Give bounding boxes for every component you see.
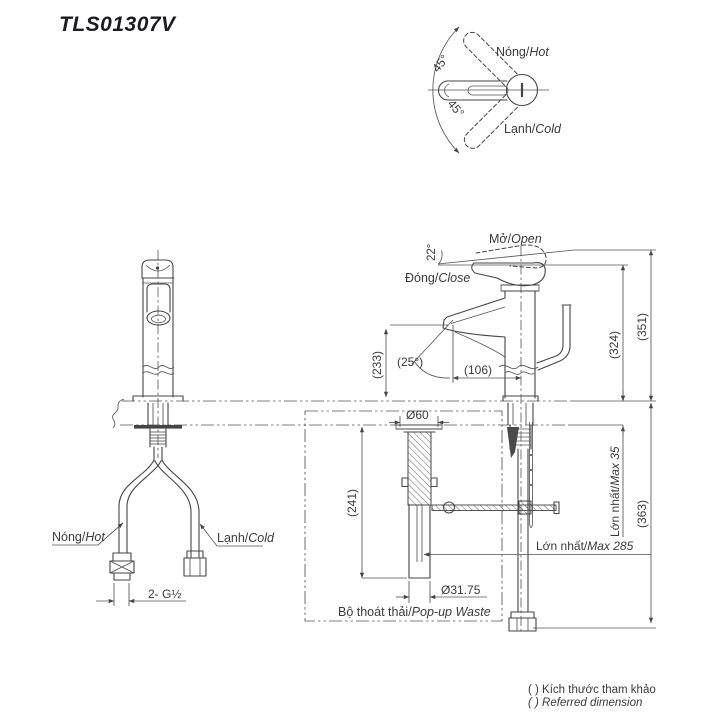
aerator	[151, 314, 166, 324]
handle-closed-position	[437, 80, 509, 101]
model-number: TLS01307V	[59, 13, 177, 36]
note-vietnamese: ( ) Kích thước tham khảo	[528, 684, 656, 696]
tailpipe	[408, 504, 431, 579]
hot-hose-connector	[109, 552, 135, 581]
spout-outline	[442, 290, 506, 399]
pop-up-lift-rod-top	[536, 304, 572, 371]
top-view-handle-rotation: 45° 45° Nóng/Hot Lạnh/Cold	[428, 26, 562, 154]
counter-deck	[112, 398, 656, 429]
thread-dimension: 2- G½	[96, 583, 186, 606]
dim-dia3175: Ø31.75	[396, 581, 487, 603]
cold-label-top-view: Lạnh/Cold	[504, 122, 562, 136]
hot-label-top-view: Nóng/Hot	[496, 45, 549, 59]
dim-max35: Lớn nhất/Max 35	[608, 391, 626, 537]
open-reference-line	[437, 249, 656, 265]
cartridge-band	[500, 284, 540, 292]
open-angle-arc	[438, 250, 443, 265]
dim-324-label: (324)	[607, 331, 621, 359]
spout-angle-arc	[413, 360, 451, 379]
handle-open-outline	[475, 244, 547, 269]
thread-spec-label: 2- G½	[148, 587, 181, 601]
dia60-label: Ø60	[406, 408, 429, 422]
body-break-wave	[142, 365, 175, 369]
horizontal-pivot-rod	[431, 500, 560, 515]
footer-notes: ( ) Kích thước tham khảo ( ) Referred di…	[528, 684, 656, 709]
rotation-arc	[432, 26, 460, 154]
note-english: ( ) Referred dimension	[528, 697, 642, 709]
open-angle-label: 22°	[426, 244, 438, 261]
max285-label: Lớn nhất/Max 285	[536, 539, 634, 553]
dim-233-label: (233)	[370, 351, 384, 379]
drain-body	[401, 431, 438, 506]
deck-washer	[134, 425, 182, 429]
open-label: Mở/Open	[489, 232, 542, 246]
cold-leader-line	[199, 523, 263, 547]
handle-closed-outline	[471, 262, 546, 287]
spout-front	[146, 283, 171, 313]
hot-leader-line	[52, 522, 124, 546]
spout-angle-line	[411, 319, 454, 365]
dim-241-label: (241)	[345, 489, 359, 517]
drain-flange	[395, 424, 443, 430]
dim-25deg-label: (25°)	[397, 355, 423, 369]
break-line	[112, 398, 125, 429]
base-flange	[132, 395, 184, 402]
threaded-shank	[149, 428, 167, 448]
popup-waste-label: Bộ thoát thải/Pop-up Waste	[338, 605, 491, 619]
hot-label-front-view: Nóng/Hot	[52, 530, 105, 544]
cold-label-front-view: Lạnh/Cold	[217, 531, 275, 545]
cold-hose-connector	[183, 550, 207, 577]
dim-351-label: (351)	[635, 313, 649, 341]
popup-waste-boundary-box	[304, 410, 503, 622]
hose-end-nut	[508, 611, 537, 632]
supply-hoses	[118, 459, 200, 558]
close-label: Đóng/Close	[405, 271, 470, 285]
max35-label: Lớn nhất/Max 35	[608, 446, 622, 537]
spout-outlet	[146, 310, 171, 326]
rod-guide-clamp	[507, 427, 519, 458]
side-view-faucet: 22° Mở/Open Đóng/Close	[405, 232, 656, 633]
handle-front	[141, 259, 174, 279]
handle-cold-position	[463, 31, 518, 87]
front-view-faucet: Nóng/Hot Lạnh/Cold 2- G½	[52, 250, 275, 606]
dim-363-label: (363)	[635, 500, 649, 528]
dim-106-label: (106)	[464, 363, 492, 377]
popup-waste-assembly: Ø60 (241)	[304, 408, 503, 622]
faucet-body-top	[505, 73, 539, 107]
side-base-flange	[502, 395, 539, 402]
dim-241: (241)	[345, 426, 407, 579]
side-break-wave	[498, 364, 539, 370]
angle-hot-label: 45°	[429, 52, 451, 75]
dia3175-label: Ø31.75	[441, 583, 481, 597]
side-view-dimensions: (233) (25°) (106) (324) (351) Lớn nhất/M…	[370, 249, 656, 629]
handle-hot-position	[463, 94, 519, 149]
